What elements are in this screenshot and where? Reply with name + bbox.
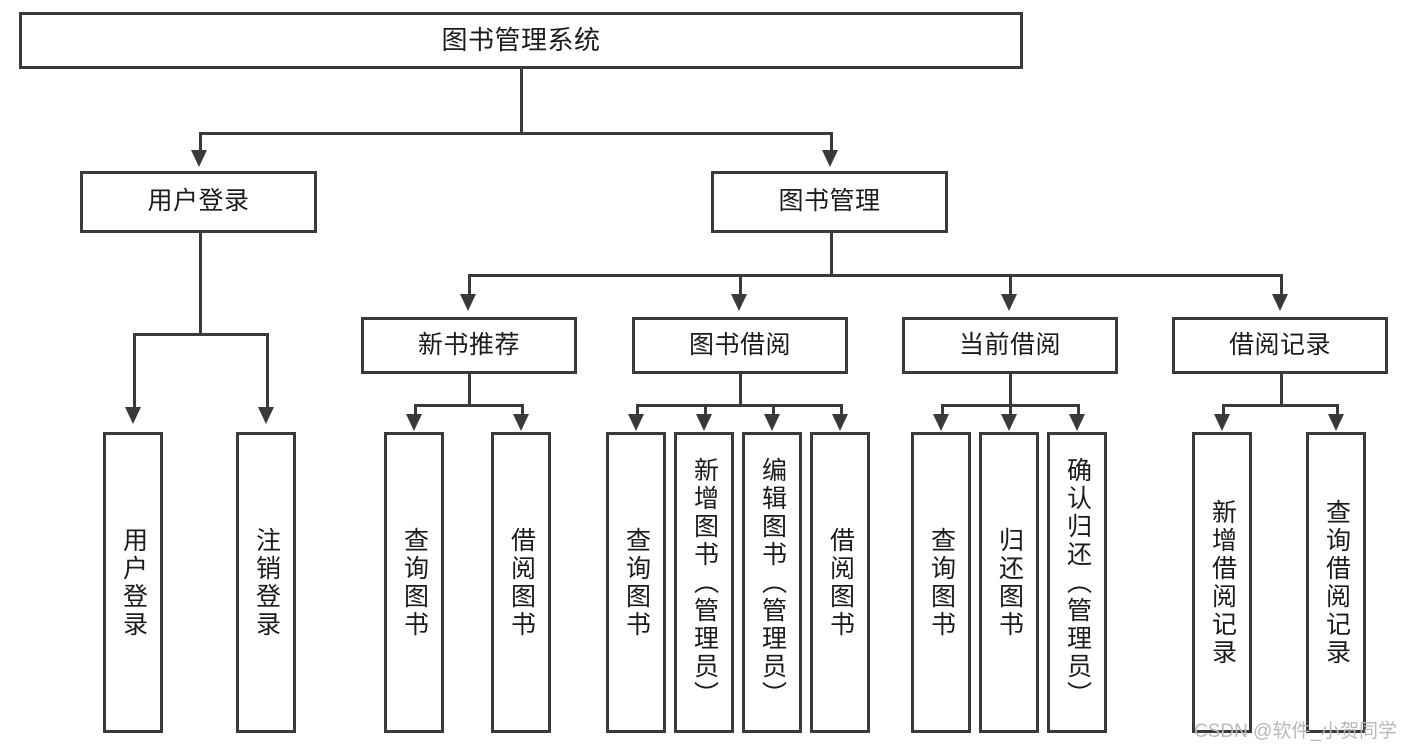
node-leaf-borrow-book-2-label: 借阅图书: [826, 526, 855, 639]
connector-book-manage-bus: [468, 274, 1280, 277]
arrow-new-book-to-leaf1: [406, 414, 422, 431]
node-new-book-recommend-label: 新书推荐: [417, 330, 520, 359]
node-current-borrow-label: 当前借阅: [958, 330, 1061, 359]
node-new-book-recommend[interactable]: 新书推荐: [361, 317, 577, 374]
arrow-book-borrow-to-leaf2: [696, 414, 712, 431]
node-leaf-user-logout[interactable]: 注销登录: [236, 432, 296, 733]
connector-book-borrow-stem: [739, 373, 742, 406]
node-leaf-return-book[interactable]: 归还图书: [979, 432, 1039, 733]
arrow-root-to-user-login: [191, 150, 207, 167]
connector-root-to-book-manage: [830, 132, 833, 152]
arrow-new-book-to-leaf2: [513, 414, 529, 431]
arrow-book-manage-to-current-borrow: [1001, 294, 1017, 311]
connector-borrow-record-bus: [1222, 404, 1339, 407]
node-leaf-confirm-return-label: 确认归还（管理员）: [1063, 456, 1092, 709]
node-leaf-query-book-1[interactable]: 查询图书: [384, 432, 444, 733]
connector-book-manage-to-new-book: [468, 274, 471, 296]
connector-book-manage-to-borrow-record: [1280, 274, 1283, 296]
node-current-borrow[interactable]: 当前借阅: [902, 317, 1118, 374]
node-root-label: 图书管理系统: [441, 25, 601, 56]
node-book-borrow-label: 图书借阅: [688, 330, 791, 359]
node-leaf-add-record[interactable]: 新增借阅记录: [1192, 432, 1252, 733]
connector-root-bus: [199, 132, 833, 135]
node-root[interactable]: 图书管理系统: [19, 12, 1023, 69]
connector-new-book-stem: [468, 373, 471, 406]
connector-borrow-record-to-leaf1: [1222, 404, 1225, 416]
connector-user-login-stem: [199, 232, 202, 335]
node-leaf-user-logout-label: 注销登录: [252, 526, 281, 639]
node-book-manage-label: 图书管理: [778, 187, 881, 216]
node-borrow-record-label: 借阅记录: [1228, 330, 1331, 359]
connector-current-borrow-to-leaf3: [1077, 404, 1080, 416]
node-leaf-borrow-book-1-label: 借阅图书: [507, 526, 536, 639]
arrow-user-login-to-leaf2: [258, 407, 274, 424]
arrow-current-borrow-to-leaf2: [1001, 414, 1017, 431]
connector-user-login-bus: [133, 333, 268, 336]
connector-book-borrow-to-leaf1: [636, 404, 639, 416]
connector-current-borrow-to-leaf2: [1009, 404, 1012, 416]
node-book-manage[interactable]: 图书管理: [711, 171, 948, 233]
connector-new-book-bus: [414, 404, 524, 407]
node-leaf-user-login[interactable]: 用户登录: [103, 432, 163, 733]
arrow-borrow-record-to-leaf1: [1214, 414, 1230, 431]
arrow-book-borrow-to-leaf1: [628, 414, 644, 431]
connector-current-borrow-to-leaf1: [941, 404, 944, 416]
arrow-book-manage-to-new-book: [460, 294, 476, 311]
connector-book-manage-to-book-borrow: [739, 274, 742, 296]
connector-book-borrow-to-leaf3: [772, 404, 775, 416]
node-leaf-add-record-label: 新增借阅记录: [1208, 498, 1237, 667]
node-leaf-query-book-3[interactable]: 查询图书: [911, 432, 971, 733]
connector-root-stem: [520, 68, 523, 134]
node-leaf-edit-book[interactable]: 编辑图书（管理员）: [742, 432, 802, 733]
arrow-book-borrow-to-leaf4: [832, 414, 848, 431]
arrow-root-to-book-manage: [822, 150, 838, 167]
connector-user-login-to-leaf1: [133, 333, 136, 409]
node-leaf-query-record[interactable]: 查询借阅记录: [1306, 432, 1366, 733]
node-leaf-confirm-return[interactable]: 确认归还（管理员）: [1047, 432, 1107, 733]
node-leaf-add-book-label: 新增图书（管理员）: [690, 456, 719, 709]
connector-new-book-to-leaf2: [521, 404, 524, 416]
node-leaf-return-book-label: 归还图书: [995, 526, 1024, 639]
arrow-current-borrow-to-leaf1: [933, 414, 949, 431]
connector-book-manage-to-current-borrow: [1009, 274, 1012, 296]
connector-book-borrow-to-leaf4: [840, 404, 843, 416]
arrow-book-manage-to-book-borrow: [731, 294, 747, 311]
arrow-borrow-record-to-leaf2: [1328, 414, 1344, 431]
connector-book-manage-stem: [830, 232, 833, 276]
connector-current-borrow-stem: [1009, 373, 1012, 406]
node-book-borrow[interactable]: 图书借阅: [632, 317, 848, 374]
arrow-book-borrow-to-leaf3: [764, 414, 780, 431]
node-borrow-record[interactable]: 借阅记录: [1172, 317, 1388, 374]
node-leaf-user-login-label: 用户登录: [119, 526, 148, 639]
node-user-login[interactable]: 用户登录: [80, 171, 317, 233]
arrow-book-manage-to-borrow-record: [1272, 294, 1288, 311]
node-user-login-label: 用户登录: [147, 187, 250, 216]
connector-book-borrow-to-leaf2: [704, 404, 707, 416]
connector-borrow-record-to-leaf2: [1336, 404, 1339, 416]
node-leaf-borrow-book-2[interactable]: 借阅图书: [810, 432, 870, 733]
node-leaf-edit-book-label: 编辑图书（管理员）: [758, 456, 787, 709]
node-leaf-query-record-label: 查询借阅记录: [1322, 498, 1351, 667]
connector-user-login-to-leaf2: [266, 333, 269, 409]
arrow-current-borrow-to-leaf3: [1069, 414, 1085, 431]
node-leaf-add-book[interactable]: 新增图书（管理员）: [674, 432, 734, 733]
connector-book-borrow-bus: [636, 404, 842, 407]
connector-borrow-record-stem: [1280, 373, 1283, 406]
connector-root-to-user-login: [199, 132, 202, 152]
node-leaf-query-book-1-label: 查询图书: [400, 526, 429, 639]
node-leaf-query-book-2[interactable]: 查询图书: [606, 432, 666, 733]
node-leaf-borrow-book-1[interactable]: 借阅图书: [491, 432, 551, 733]
arrow-user-login-to-leaf1: [125, 407, 141, 424]
node-leaf-query-book-2-label: 查询图书: [622, 526, 651, 639]
node-leaf-query-book-3-label: 查询图书: [927, 526, 956, 639]
connector-new-book-to-leaf1: [414, 404, 417, 416]
